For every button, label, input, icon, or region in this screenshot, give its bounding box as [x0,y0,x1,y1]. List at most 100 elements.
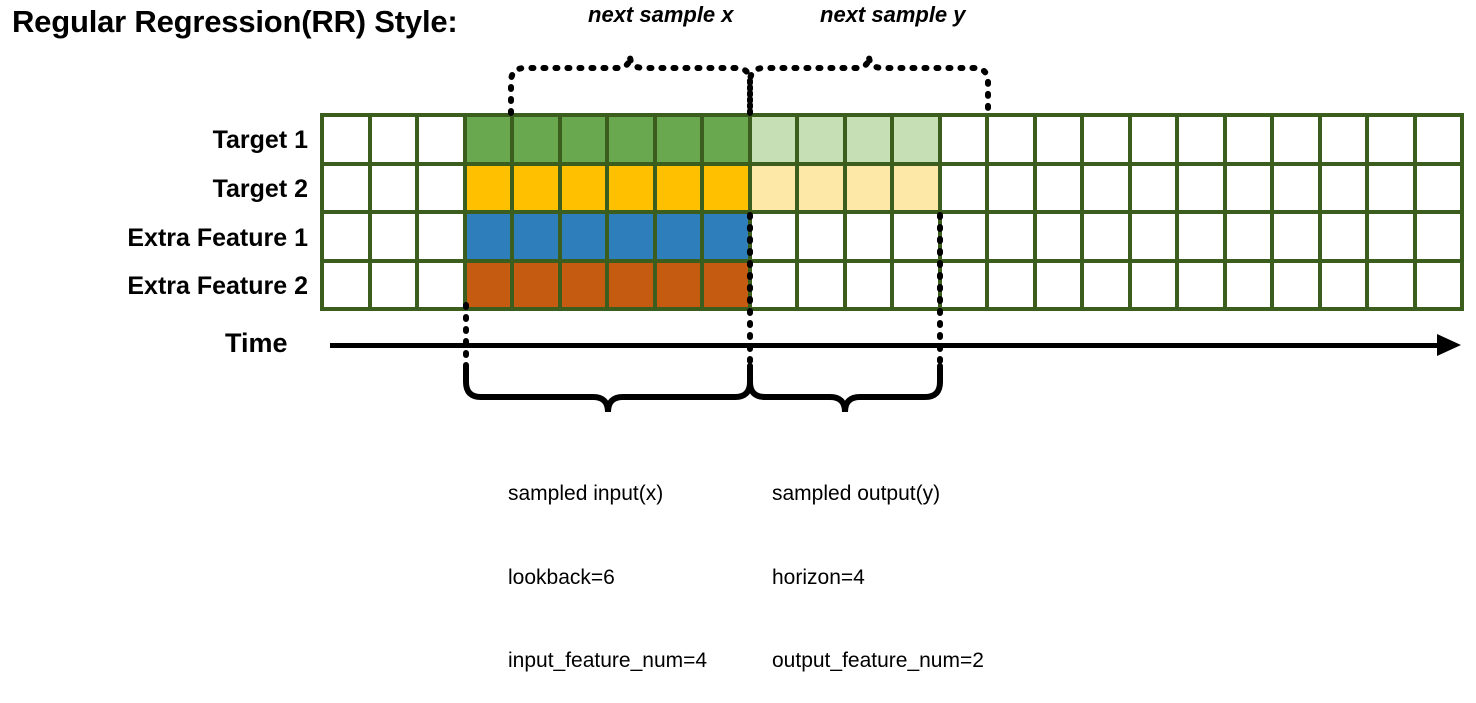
grid-cell-r3-c6-input [561,214,605,259]
grid-cell-r1-c5-input [514,117,558,162]
grid-cell-r3-c10-empty [751,214,795,259]
grid-cell-r2-c14-empty [941,165,985,210]
grid-cell-r2-c8-input [656,165,700,210]
grid-cell-r3-c20-empty [1226,214,1270,259]
grid-cell-r4-c24-empty [1416,262,1460,307]
grid-cell-r1-c19-empty [1179,117,1223,162]
row-label-extra-feature-2: Extra Feature 2 [127,272,308,300]
grid-cell-r3-c21-empty [1274,214,1318,259]
grid-cell-r2-c18-empty [1131,165,1175,210]
page-title: Regular Regression(RR) Style: [12,4,458,39]
grid-cell-r3-c17-empty [1084,214,1128,259]
grid-cell-r3-c15-empty [989,214,1033,259]
grid-cell-r1-c10-output [751,117,795,162]
grid-cell-r4-c13-empty [894,262,938,307]
grid-cell-r4-c16-empty [1036,262,1080,307]
grid-cell-r3-c1-empty [324,214,368,259]
grid-cell-r1-c16-empty [1036,117,1080,162]
grid-cell-r3-c16-empty [1036,214,1080,259]
grid-cell-r4-c7-input [609,262,653,307]
grid-cell-r3-c13-empty [894,214,938,259]
next-sample-x-label: next sample x [588,2,734,27]
grid-cell-r4-c2-empty [371,262,415,307]
grid-cell-r2-c6-input [561,165,605,210]
sampled-output-annotation: sampled output(y) horizon=4 output_featu… [772,424,984,703]
grid-cell-r4-c5-input [514,262,558,307]
grid-cell-r1-c7-input [609,117,653,162]
grid-cell-r2-c12-output [846,165,890,210]
grid-cell-r3-c3-empty [419,214,463,259]
grid-cell-r2-c9-input [704,165,748,210]
grid-cell-r2-c16-empty [1036,165,1080,210]
grid-cell-r4-c18-empty [1131,262,1175,307]
grid-cell-r4-c8-input [656,262,700,307]
row-label-extra-feature-1: Extra Feature 1 [127,224,308,252]
grid-cell-r4-c11-empty [799,262,843,307]
grid-cell-r2-c2-empty [371,165,415,210]
grid-cell-r4-c20-empty [1226,262,1270,307]
grid-cell-r2-c23-empty [1369,165,1413,210]
grid-cell-r3-c9-input [704,214,748,259]
grid-cell-r4-c21-empty [1274,262,1318,307]
grid-cell-r3-c2-empty [371,214,415,259]
grid-cell-r1-c2-empty [371,117,415,162]
grid-cell-r3-c24-empty [1416,214,1460,259]
grid-cell-r1-c12-output [846,117,890,162]
grid-cell-r1-c1-empty [324,117,368,162]
sampled-input-line-3: input_feature_num=4 [508,649,708,673]
time-axis-line [330,343,1440,348]
grid-cell-r2-c17-empty [1084,165,1128,210]
grid-cell-r3-c23-empty [1369,214,1413,259]
grid-cell-r4-c4-input [466,262,510,307]
grid-cell-r1-c3-empty [419,117,463,162]
grid-cell-r4-c10-empty [751,262,795,307]
grid-cell-r2-c7-input [609,165,653,210]
grid-cell-r1-c22-empty [1321,117,1365,162]
grid-cell-r2-c15-empty [989,165,1033,210]
grid-cell-r1-c14-empty [941,117,985,162]
grid-cell-r4-c1-empty [324,262,368,307]
next-sample-x-brace-icon [508,55,753,116]
time-axis-arrow-icon [1437,334,1461,356]
row-label-target-1: Target 1 [212,126,308,154]
sampled-input-annotation: sampled input(x) lookback=6 input_featur… [508,424,707,703]
grid-cell-r4-c9-input [704,262,748,307]
grid-cell-r1-c17-empty [1084,117,1128,162]
grid-cell-r1-c23-empty [1369,117,1413,162]
time-axis-label: Time [225,328,288,358]
grid-cell-r3-c7-input [609,214,653,259]
grid-cell-r2-c5-input [514,165,558,210]
grid-cell-r1-c15-empty [989,117,1033,162]
sampled-output-brace-icon [747,363,943,413]
next-sample-y-label: next sample y [820,2,966,27]
grid-cell-r1-c4-input [466,117,510,162]
grid-cell-r1-c21-empty [1274,117,1318,162]
grid-cell-r4-c12-empty [846,262,890,307]
next-sample-y-brace-icon [747,55,991,116]
grid-cell-r3-c22-empty [1321,214,1365,259]
sampled-input-brace-icon [463,363,753,413]
grid-cell-r3-c5-input [514,214,558,259]
grid-cell-r2-c19-empty [1179,165,1223,210]
grid-cell-r3-c8-input [656,214,700,259]
grid-cell-r2-c24-empty [1416,165,1460,210]
grid-cell-r3-c4-input [466,214,510,259]
timeseries-grid [320,113,1464,311]
sampled-input-line-1: sampled input(x) [508,481,664,505]
grid-cell-r1-c18-empty [1131,117,1175,162]
row-label-target-2: Target 2 [212,175,308,203]
sampled-input-line-2: lookback=6 [508,565,615,589]
grid-cell-r2-c20-empty [1226,165,1270,210]
grid-cell-r2-c21-empty [1274,165,1318,210]
grid-cell-r2-c4-input [466,165,510,210]
grid-cell-r2-c11-output [799,165,843,210]
sampled-output-line-3: output_feature_num=2 [772,649,984,673]
grid-cell-r4-c17-empty [1084,262,1128,307]
grid-cell-r4-c19-empty [1179,262,1223,307]
grid-cell-r1-c13-output [894,117,938,162]
sampled-output-line-1: sampled output(y) [772,481,941,505]
grid-cell-r3-c19-empty [1179,214,1223,259]
grid-cell-r4-c14-empty [941,262,985,307]
grid-cell-r1-c6-input [561,117,605,162]
grid-cell-r2-c22-empty [1321,165,1365,210]
